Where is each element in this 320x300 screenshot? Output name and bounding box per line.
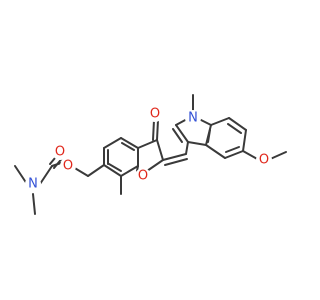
atom-oxygen: O [52,144,68,160]
bond [185,141,189,155]
atom-label-background [256,152,272,168]
bond [32,193,36,215]
bond [121,142,135,151]
bond [242,129,247,152]
atom-oxygen: O [147,106,163,122]
bond [136,165,139,172]
bond [187,141,207,146]
atom-label: N [28,177,38,192]
bond [156,119,159,141]
bond-layer [14,94,287,215]
atom-label-background [147,106,163,122]
bond [228,117,247,131]
bond [120,137,139,149]
bond [227,123,242,134]
atom-label: O [63,159,73,174]
atom-oxygen: O [60,158,76,174]
atom-label: N [188,111,198,126]
bond [164,158,188,166]
bond [120,165,139,177]
atom-nitrogen: N [185,110,201,126]
bond [137,139,158,149]
atom-label-background [135,168,151,184]
structure-canvas: O N O O O N O [14,94,287,215]
bond [152,119,155,141]
atom-label-background [52,144,68,160]
bond [210,117,230,126]
bond [146,159,164,172]
atom-label: O [55,145,65,160]
atom-label: O [259,153,269,168]
bond [103,164,122,177]
bond [175,124,189,143]
bond [156,139,164,161]
bond [172,128,183,143]
atom-label: O [150,107,160,122]
bond [224,150,244,159]
atom-oxygen: O [135,168,151,184]
atom-label-background [185,110,201,126]
bond [205,144,226,159]
atom-label: O [138,169,148,184]
bond [14,165,28,185]
atom-oxygen: O [256,152,272,168]
bond [87,164,105,177]
bond [39,165,53,185]
bond [225,146,240,153]
bond [108,163,122,172]
atom-label-layer: O N O O O N O [25,106,272,192]
bond [103,137,122,149]
atom-label-background [25,176,41,192]
atom-label-background [60,158,76,174]
molecule-diagram: O N O O O N O [14,94,287,215]
bond [162,153,187,161]
bond [207,129,211,143]
atom-nitrogen: N [25,176,41,192]
